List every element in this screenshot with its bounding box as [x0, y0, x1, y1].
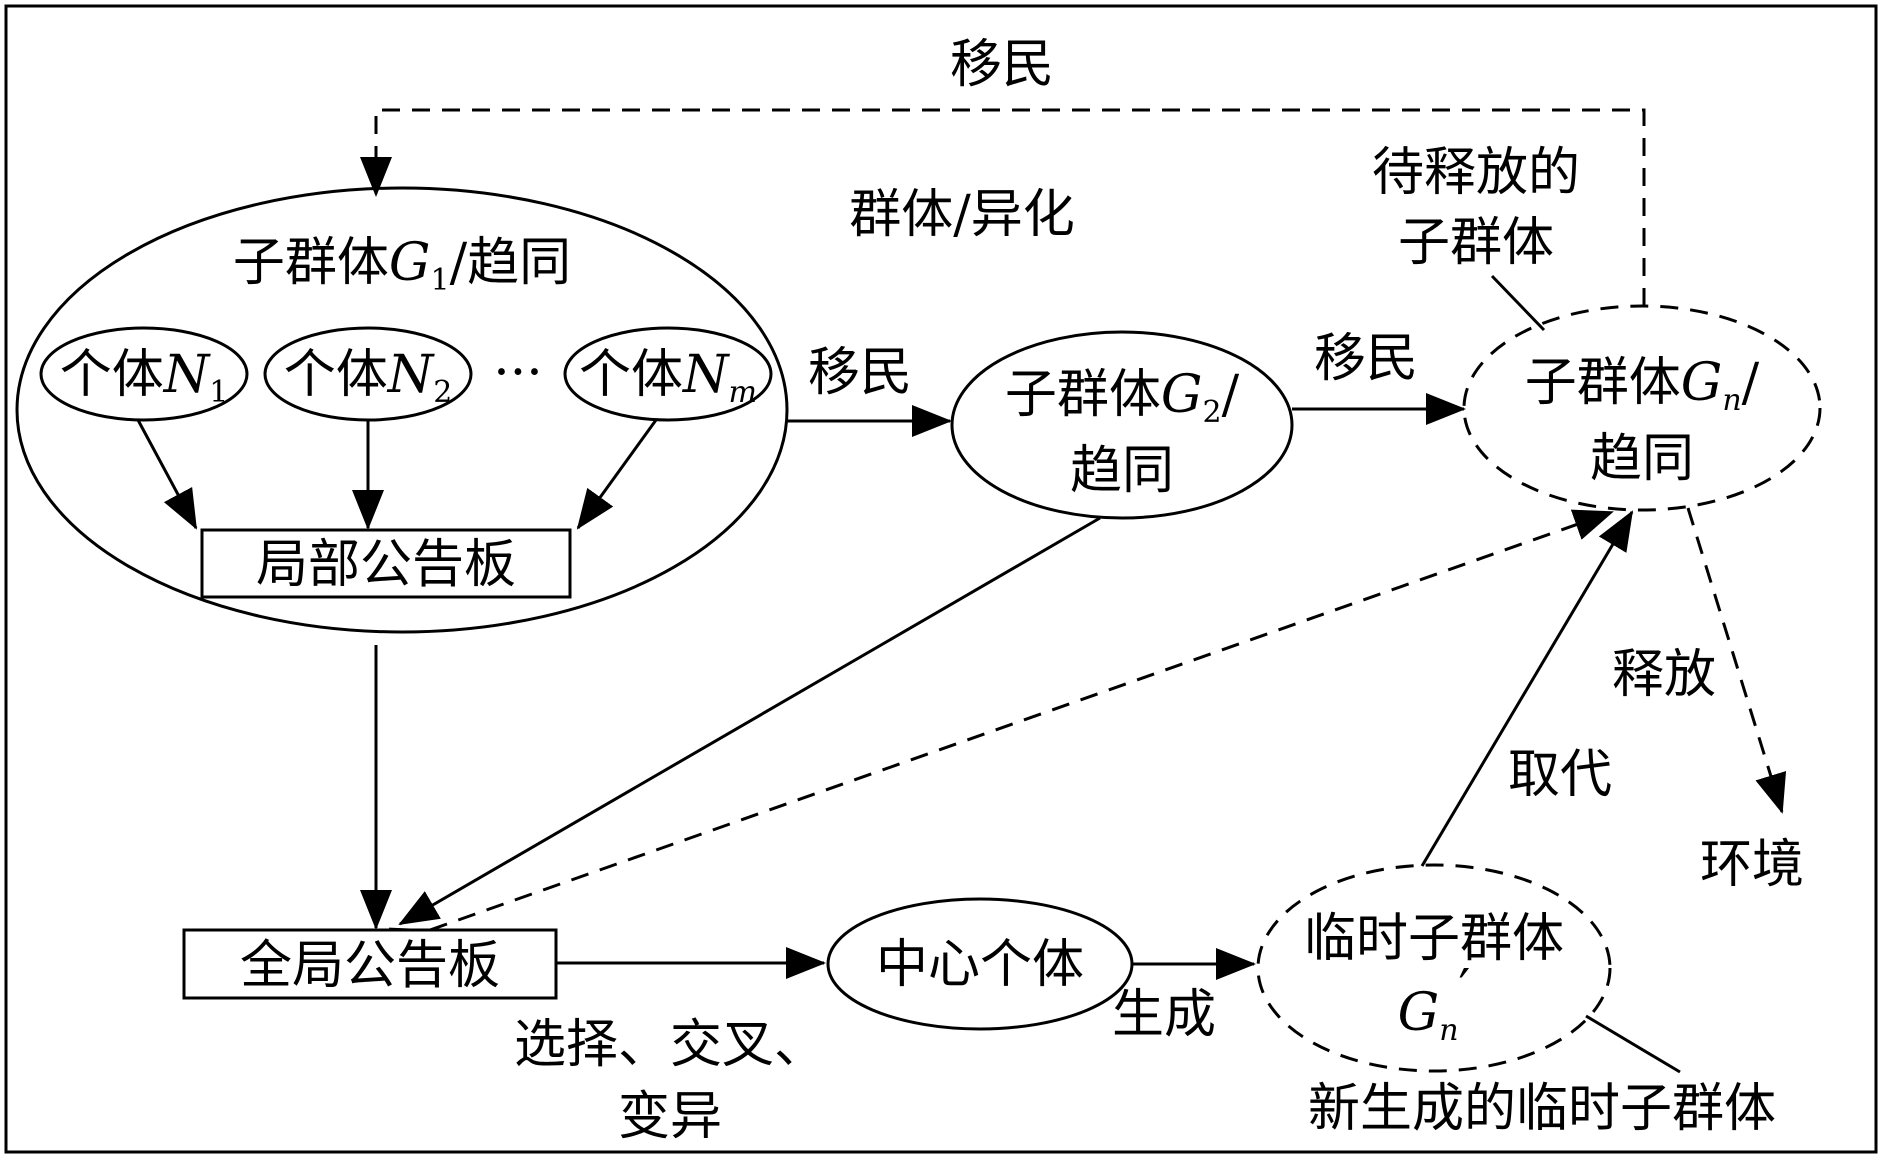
replace-label: 取代 — [1508, 745, 1612, 805]
new-temp-caption: 新生成的临时子群体 — [1308, 1079, 1776, 1139]
subpopulation-g2-label-line2: 趋同 — [1070, 441, 1174, 501]
subpopulation-gn-ellipse — [1462, 304, 1822, 512]
individual-nm-ellipse — [563, 326, 773, 422]
temp-subpopulation-ellipse — [1256, 863, 1612, 1073]
temp-subpopulation-label-line2: Gn′ — [1398, 959, 1471, 1048]
individual-n1-ellipse — [39, 326, 249, 422]
environment-label: 环境 — [1700, 835, 1804, 895]
subpopulation-g2-label-line1: 子群体G2/ — [1005, 365, 1240, 430]
operations-label-line2: 变异 — [618, 1087, 722, 1147]
temp-subpopulation-label-line1: 临时子群体 — [1304, 909, 1564, 969]
individual-n1-label: 个体N1 — [60, 345, 229, 410]
arrow-nm-to-local-board — [576, 419, 658, 530]
individual-n2-label: 个体N2 — [284, 345, 453, 410]
operations-label-line1: 选择、交叉、 — [514, 1015, 826, 1075]
waiting-release-label-line2: 子群体 — [1398, 213, 1554, 273]
migration-g1-g2-label: 移民 — [808, 343, 912, 403]
migration-g2-gn-label: 移民 — [1314, 329, 1418, 389]
individual-nm-label: 个体Nm — [579, 345, 757, 410]
waiting-release-pointer — [1490, 274, 1546, 332]
subpopulation-gn-label-line2: 趋同 — [1590, 429, 1694, 489]
global-board-label: 全局公告板 — [240, 936, 500, 996]
subpopulation-gn-label-line1: 子群体Gn/ — [1525, 353, 1760, 418]
individuals-ellipsis: ··· — [493, 343, 543, 403]
dashed-migration-loop — [360, 108, 1646, 306]
top-migration-label: 移民 — [950, 35, 1054, 95]
arrow-n1-to-local-board — [136, 419, 198, 530]
waiting-release-label-line1: 待释放的 — [1372, 143, 1580, 203]
population-diversity-label: 群体/异化 — [849, 185, 1075, 245]
outer-frame — [4, 4, 1878, 1154]
center-individual-label: 中心个体 — [876, 935, 1084, 995]
local-board-label: 局部公告板 — [256, 535, 516, 595]
dashed-gn-global-link — [388, 509, 1614, 958]
new-temp-pointer — [1585, 1014, 1681, 1074]
release-label: 释放 — [1612, 645, 1716, 705]
arrow-temp-to-gn — [1420, 510, 1634, 867]
subpopulation-g1-label: 子群体G1/趋同 — [233, 233, 571, 298]
arrow-gn-to-environment — [1686, 507, 1787, 814]
generate-label: 生成 — [1112, 985, 1216, 1045]
